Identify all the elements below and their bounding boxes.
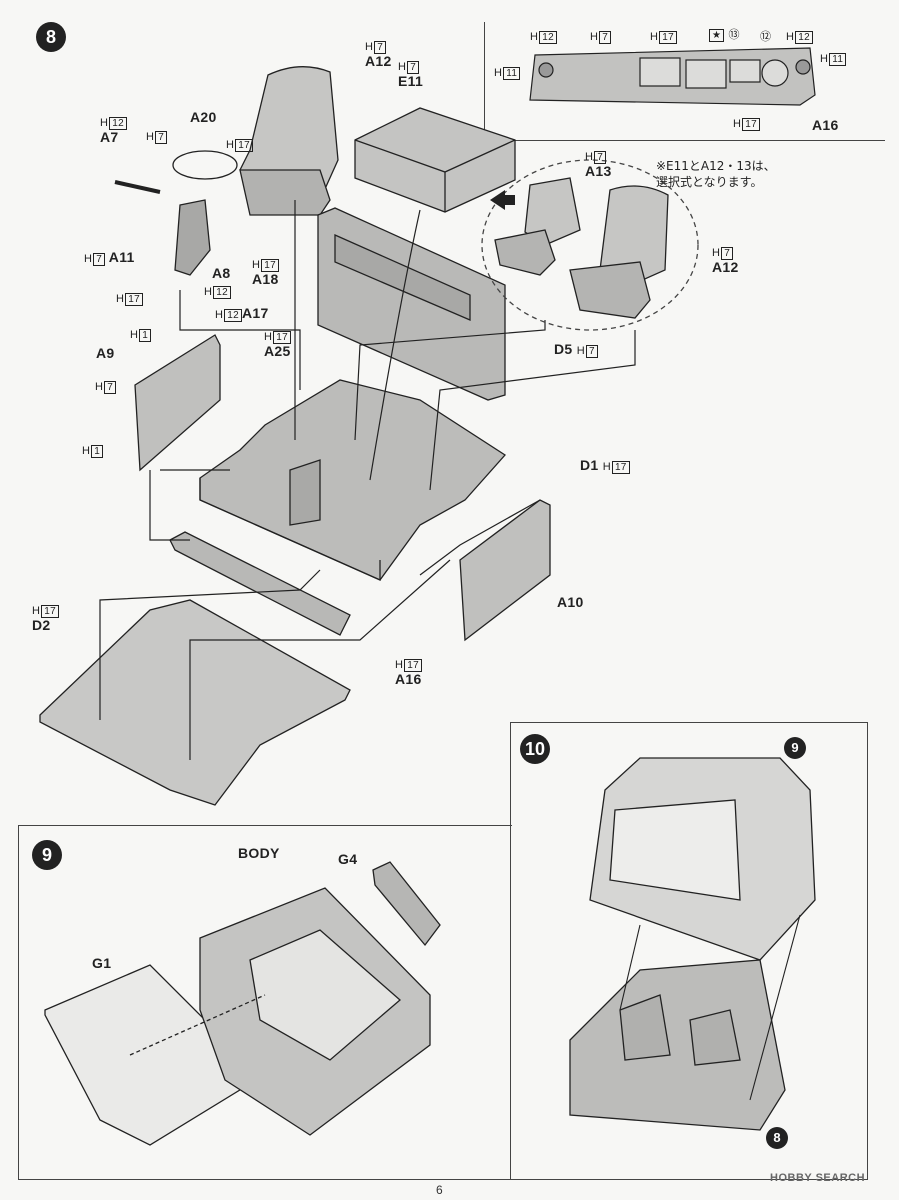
label-a9: A9 [96, 345, 115, 361]
label-a10: A10 [557, 594, 584, 610]
label-a8: A8 [212, 265, 231, 281]
step10-ref-9: 9 [784, 737, 806, 759]
step9-number: 9 [32, 840, 62, 870]
dash-label-star: ★ ⑬ [708, 26, 740, 42]
dash-inset-frame [484, 22, 885, 141]
step8-number: 8 [36, 22, 66, 52]
label-g1: G1 [92, 955, 112, 971]
step10-frame [510, 722, 868, 1180]
dash-label-a16: A16 [812, 117, 839, 133]
dash-label-12: ⑫ [760, 31, 772, 43]
label-g4: G4 [338, 851, 358, 867]
step8-parts [39, 66, 669, 806]
page-number: 6 [436, 1183, 443, 1197]
label-a20: A20 [190, 109, 217, 125]
step10-ref-8: 8 [766, 1127, 788, 1149]
watermark: HOBBY SEARCH [770, 1172, 866, 1184]
step9-frame [18, 825, 512, 1180]
label-body: BODY [238, 845, 280, 861]
selection-note: ※E11とA12・13は、 選択式となります。 [656, 159, 776, 189]
step10-number: 10 [520, 734, 550, 764]
